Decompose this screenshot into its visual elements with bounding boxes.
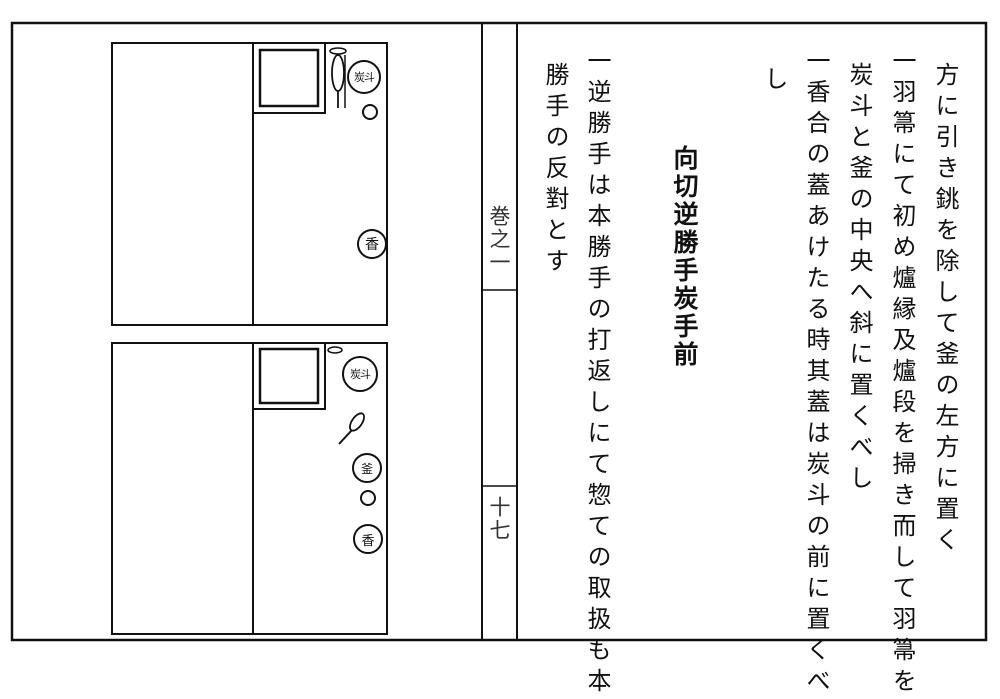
crest-label: 香 [365, 237, 379, 253]
crest-sumitori-top: 炭斗 [347, 60, 381, 94]
text-column-5: し [760, 66, 788, 97]
kogo-ring-bottom [360, 490, 376, 506]
crest-sumitori-bottom: 炭斗 [342, 356, 378, 392]
crest-kama-bottom: 釜 [352, 453, 382, 483]
page-lineart [10, 21, 988, 642]
text-column-4: 一香合の蓋あけたる時其蓋は炭斗の前に置くべ [802, 48, 830, 699]
top-diagram-outline [111, 42, 388, 326]
book-spread: 炭斗 香 炭斗 釜 香 巻之一 十七 方に引き銚を除して釜の左方に置く 一羽箒に… [10, 21, 988, 699]
kogo-ring-top [362, 104, 378, 120]
crest-ko-bottom: 香 [353, 524, 383, 554]
crest-ko-top: 香 [357, 229, 387, 259]
text-column-3: 炭斗と釜の中央へ斜に置くべし [845, 62, 873, 496]
crest-label: 香 [361, 533, 375, 549]
volume-label: 巻之一 [487, 205, 511, 274]
crest-label: 炭斗 [350, 368, 371, 381]
crest-label: 炭斗 [354, 71, 375, 84]
crest-label: 釜 [360, 461, 373, 476]
text-column-1: 方に引き銚を除して釜の左方に置く [931, 62, 959, 558]
text-column-6: 一逆勝手は本勝手の打返しにて惣ての取扱も本 [583, 48, 611, 699]
page-number: 十七 [487, 496, 511, 542]
text-column-7: 勝手の反對とす [541, 62, 569, 279]
text-column-2: 一羽箒にて初め爐縁及爐段を掃き而して羽箒を [888, 48, 916, 699]
section-heading: 向切逆勝手炭手前 [670, 145, 699, 369]
bottom-diagram-outline [111, 342, 388, 635]
